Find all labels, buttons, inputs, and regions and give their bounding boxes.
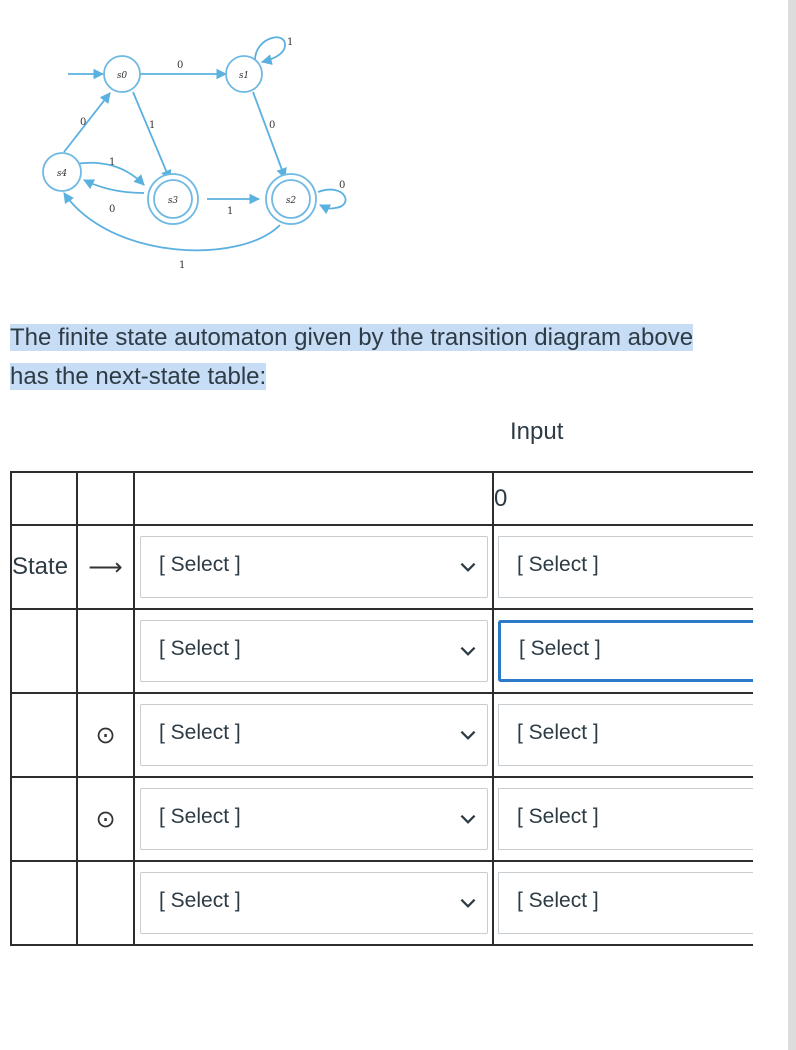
edge-label: 0 <box>80 117 86 128</box>
state-label: s2 <box>286 196 297 206</box>
edge-label: 1 <box>227 206 233 217</box>
chevron-down-icon <box>460 562 476 572</box>
state-s1 <box>225 55 263 93</box>
edge-s0-s3 <box>132 91 172 181</box>
select-dropdown[interactable]: [ Select ] <box>140 788 488 850</box>
prompt-line-2: has the next-state table: <box>10 363 267 390</box>
edge-label: 1 <box>179 260 185 271</box>
select-text: [ Select ] <box>159 721 241 744</box>
select-dropdown[interactable]: [ Select ] <box>140 620 488 682</box>
select-dropdown[interactable]: [ Select ] <box>498 872 753 934</box>
edge-label: 0 <box>177 60 183 71</box>
edge-label: 1 <box>287 37 293 48</box>
chevron-down-icon <box>460 730 476 740</box>
select-dropdown[interactable]: [ Select ] <box>498 536 753 598</box>
accepting-state-icon: ⊙ <box>76 776 135 862</box>
question-prompt: The finite state automaton given by the … <box>10 318 694 396</box>
edge-label: 0 <box>109 204 115 215</box>
table-header-row: 0 <box>10 471 753 526</box>
select-dropdown[interactable]: [ Select ] <box>498 788 753 850</box>
edge-s3-s4 <box>83 179 145 194</box>
chevron-down-icon <box>460 646 476 656</box>
select-dropdown[interactable]: [ Select ] <box>140 704 488 766</box>
edge-label: 0 <box>339 180 345 191</box>
select-dropdown[interactable]: [ Select ] <box>140 872 488 934</box>
select-dropdown[interactable]: [ Select ] <box>498 704 753 766</box>
chevron-down-icon <box>460 898 476 908</box>
edge-s4-s0 <box>63 92 111 153</box>
edge-label: 0 <box>269 120 275 131</box>
state-label: s1 <box>239 71 249 81</box>
prompt-line-1: The finite state automaton given by the … <box>10 324 694 351</box>
select-text: [ Select ] <box>159 805 241 828</box>
accepting-state-icon: ⊙ <box>76 692 135 778</box>
state-column-label: State <box>10 524 78 610</box>
input-header: Input <box>510 418 564 445</box>
edge-s2-self <box>317 188 347 215</box>
select-dropdown[interactable]: [ Select ] <box>140 536 488 598</box>
select-text: [ Select ] <box>159 889 241 912</box>
state-label: s0 <box>117 71 128 81</box>
select-text: [ Select ] <box>519 637 601 660</box>
select-text: [ Select ] <box>517 805 599 828</box>
select-dropdown-focused[interactable]: [ Select ] <box>498 620 753 682</box>
edge-label: 1 <box>109 157 115 168</box>
edge-s2-s4 <box>63 192 281 252</box>
state-label: s4 <box>57 169 68 179</box>
table-row: ⊙ [ Select ] [ Select ] <box>10 692 753 778</box>
select-text: [ Select ] <box>517 889 599 912</box>
state-s4 <box>42 152 82 192</box>
edge-label: 1 <box>149 120 155 131</box>
edge-s1-self <box>254 36 286 65</box>
table-row: [ Select ] [ Select ] <box>10 860 753 946</box>
input-0-header: 0 <box>492 471 753 526</box>
transition-diagram: s0 s1 s2 s3 s4 0 1 0 1 0 1 0 0 1 1 <box>42 36 347 271</box>
start-state-arrow: ⟶ <box>76 524 135 610</box>
edge-s1-s2 <box>252 91 287 180</box>
state-label: s3 <box>168 196 179 206</box>
table-row: ⊙ [ Select ] [ Select ] <box>10 776 753 862</box>
select-text: [ Select ] <box>517 721 599 744</box>
table-row: [ Select ] [ Select ] <box>10 608 753 694</box>
select-text: [ Select ] <box>517 553 599 576</box>
select-text: [ Select ] <box>159 637 241 660</box>
next-state-table: 0 State ⟶ [ Select ] [ Select ] [ Select… <box>10 471 753 946</box>
table-row: State ⟶ [ Select ] [ Select ] <box>10 524 753 610</box>
edge-s4-s3 <box>74 161 145 186</box>
select-text: [ Select ] <box>159 553 241 576</box>
vertical-scrollbar[interactable] <box>788 0 796 1050</box>
chevron-down-icon <box>460 814 476 824</box>
state-s0 <box>103 55 141 93</box>
